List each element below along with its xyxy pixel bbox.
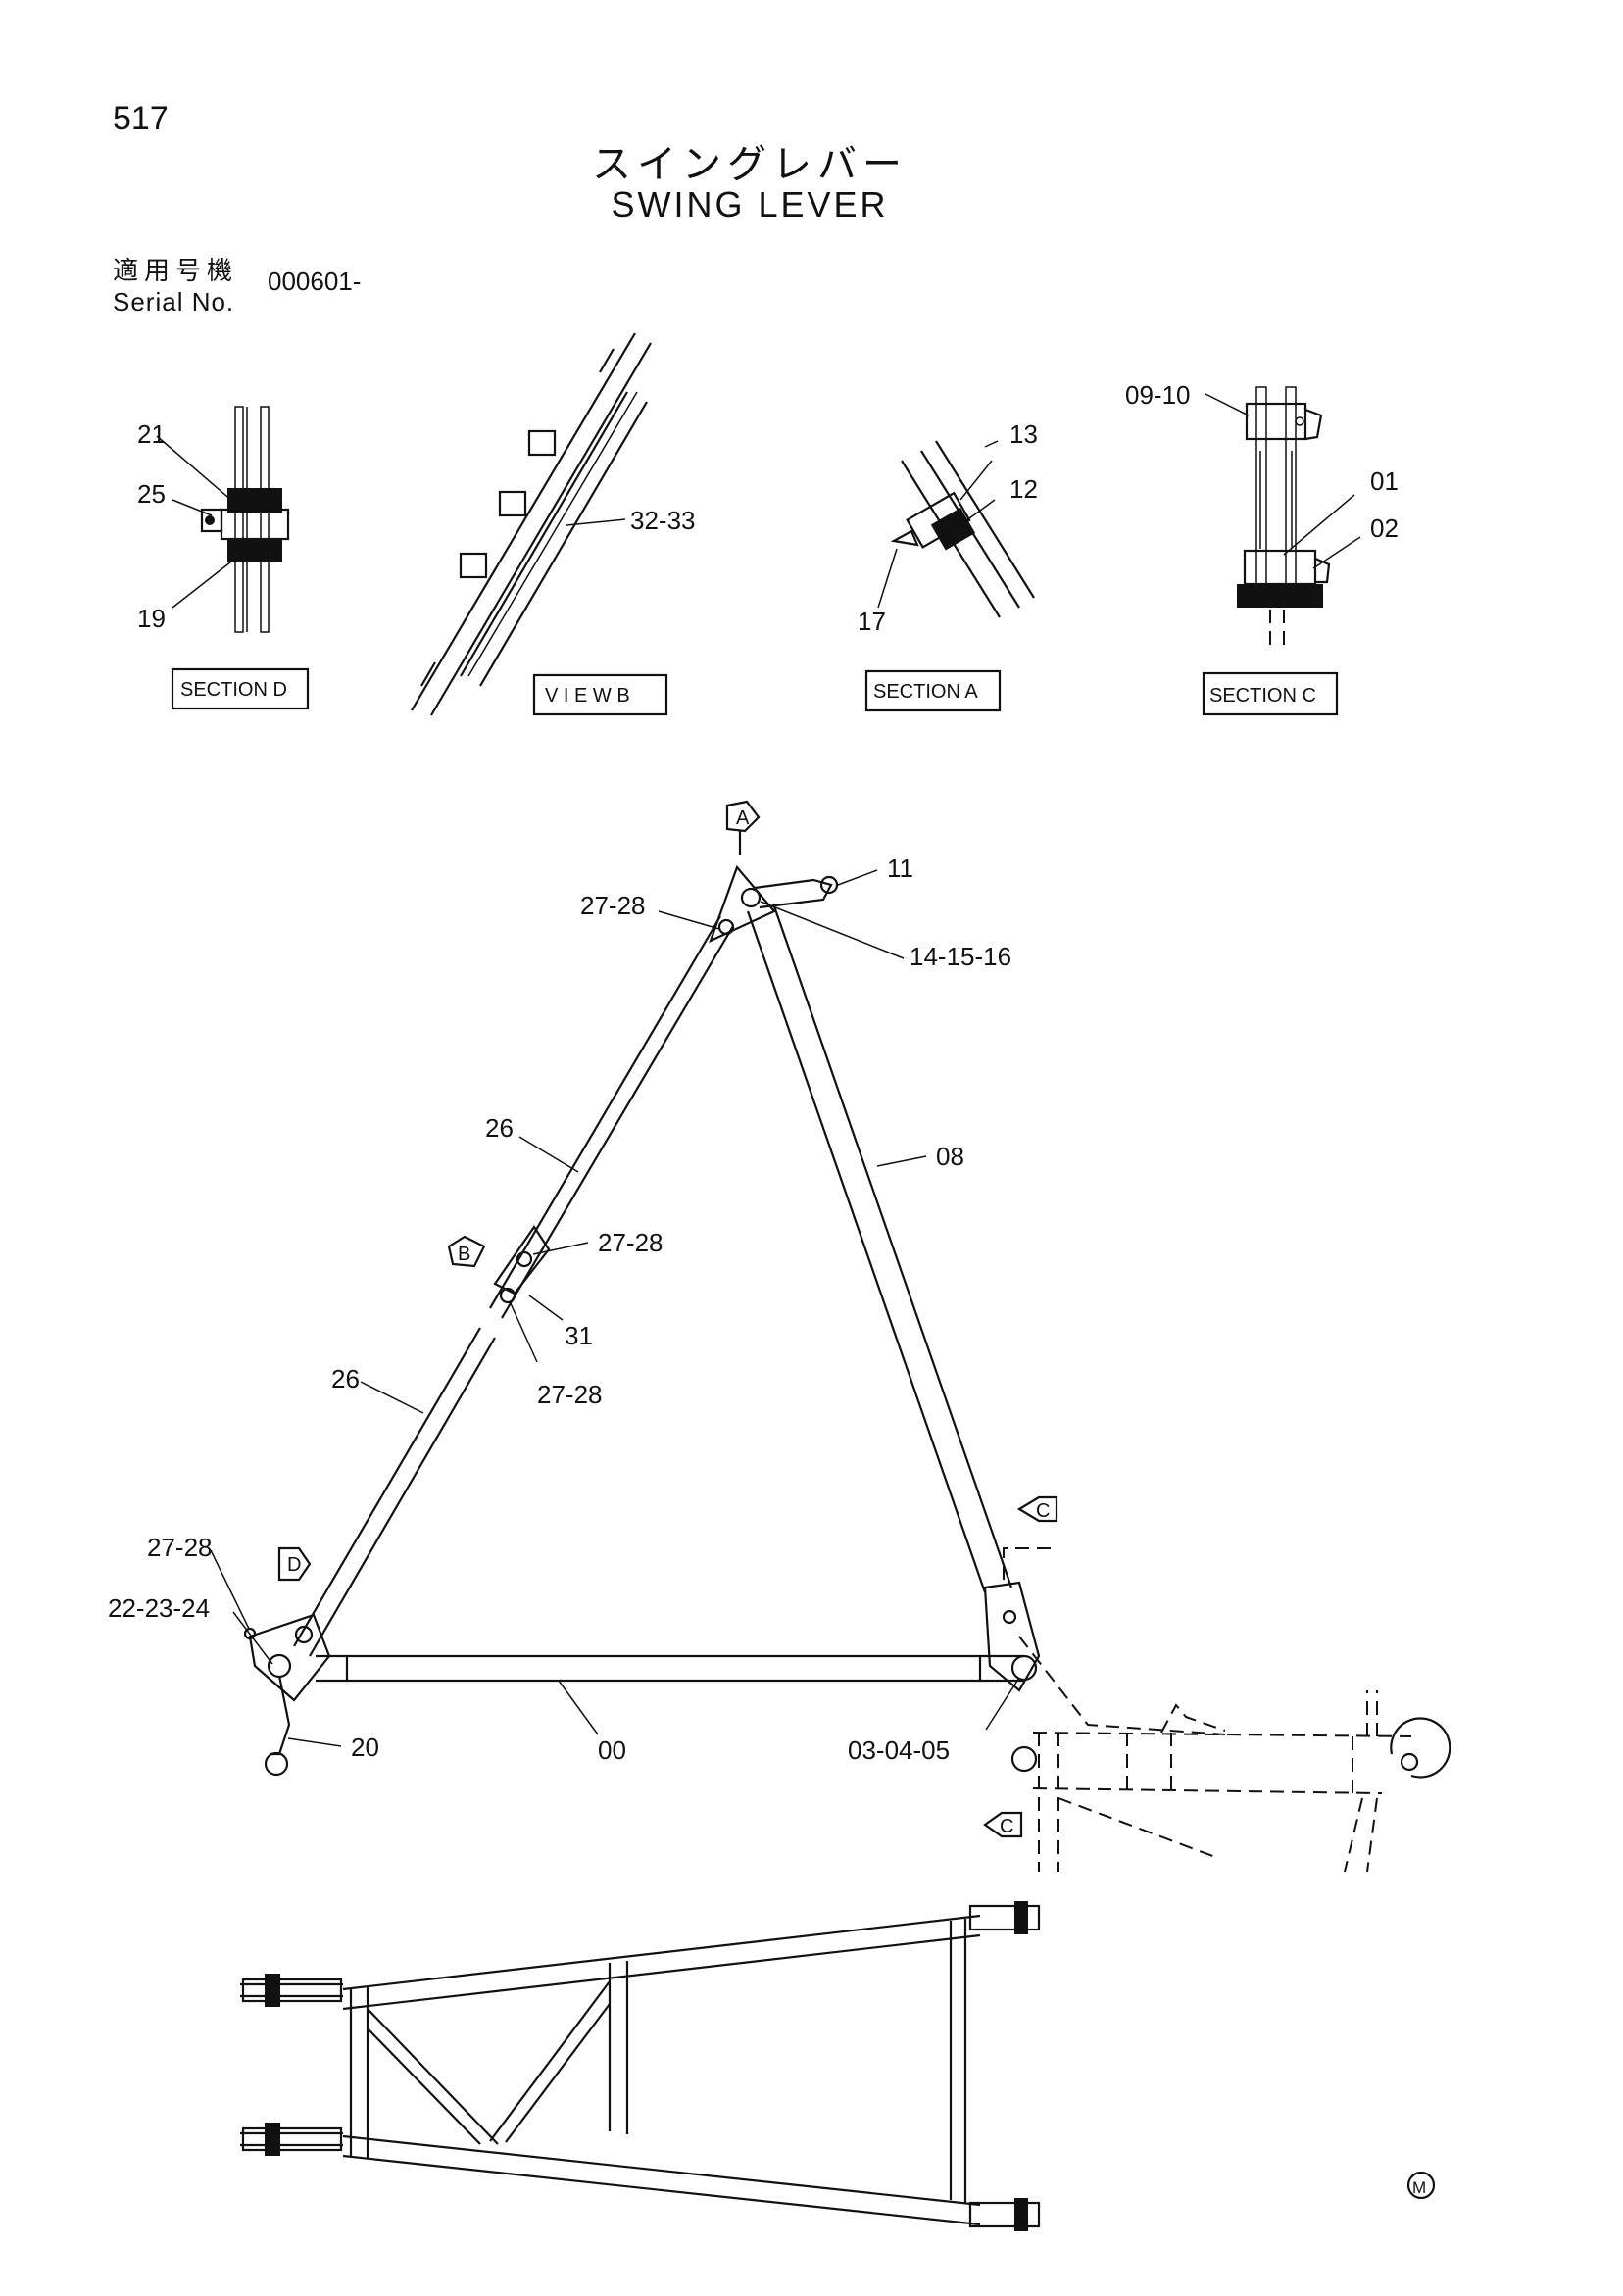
section-a-label: SECTION A bbox=[873, 681, 978, 703]
callout-17: 17 bbox=[858, 607, 886, 636]
serial-value: 000601- bbox=[268, 267, 362, 296]
callout-02: 02 bbox=[1370, 513, 1399, 543]
boom-connection bbox=[1010, 1636, 1451, 1873]
section-c-label: SECTION C bbox=[1209, 685, 1316, 707]
view-marker-b-label: B bbox=[458, 1244, 470, 1265]
callout-19: 19 bbox=[137, 604, 166, 633]
section-d-label: SECTION D bbox=[180, 679, 287, 701]
callout-27-28-lower: 27-28 bbox=[537, 1380, 603, 1409]
callout-27-28-top: 27-28 bbox=[580, 891, 646, 920]
page-number: 517 bbox=[113, 100, 169, 137]
section-a-detail: 13 12 17 SECTION A bbox=[858, 419, 1038, 712]
callout-25: 25 bbox=[137, 479, 166, 509]
callout-21: 21 bbox=[137, 419, 166, 449]
callout-27-28-middle: 27-28 bbox=[598, 1228, 664, 1257]
view-marker-a: A bbox=[725, 800, 761, 855]
title-japanese: スイングレバー bbox=[592, 142, 908, 187]
section-d-label-box bbox=[171, 667, 310, 710]
callout-22-23-24: 22-23-24 bbox=[108, 1593, 210, 1623]
section-c-label-box bbox=[1202, 671, 1339, 716]
page-title: SWING LEVER bbox=[611, 184, 889, 224]
callout-26-lower: 26 bbox=[331, 1364, 360, 1393]
callout-11: 11 bbox=[887, 854, 913, 883]
callout-27-28-left: 27-28 bbox=[147, 1533, 213, 1562]
view-marker-c-lower-label: C bbox=[1000, 1816, 1013, 1837]
view-b-detail: 32-33 V I E W B bbox=[411, 332, 696, 716]
callout-31: 31 bbox=[565, 1321, 593, 1350]
section-d-detail: 21 25 19 SECTION D bbox=[137, 406, 310, 710]
callout-26-upper: 26 bbox=[485, 1113, 514, 1143]
callout-09-10: 09-10 bbox=[1125, 380, 1191, 410]
view-marker-c-upper-label: C bbox=[1036, 1500, 1050, 1522]
view-marker-b: B bbox=[447, 1235, 486, 1268]
callout-13: 13 bbox=[1009, 419, 1038, 449]
callout-08: 08 bbox=[936, 1142, 964, 1171]
serial-label: Serial No. bbox=[113, 287, 235, 317]
callout-12: 12 bbox=[1009, 474, 1038, 504]
section-c-detail: 09-10 01 02 SECTION C bbox=[1125, 380, 1399, 716]
view-marker-d-label: D bbox=[287, 1554, 301, 1576]
view-marker-c-upper: C bbox=[1016, 1495, 1058, 1523]
section-a-label-box bbox=[864, 669, 1002, 712]
callout-03-04-05: 03-04-05 bbox=[848, 1735, 950, 1765]
serial-label-japanese: 適用号機 bbox=[113, 257, 239, 286]
callout-leaders bbox=[210, 869, 1020, 1747]
callout-20: 20 bbox=[351, 1733, 379, 1762]
footer-mark-label: M bbox=[1412, 2178, 1426, 2197]
callout-00: 00 bbox=[598, 1735, 626, 1765]
callout-14-15-16: 14-15-16 bbox=[910, 942, 1011, 971]
view-marker-c-lower: C bbox=[983, 1811, 1023, 1838]
swing-lever-assembly bbox=[243, 864, 1051, 1777]
view-marker-d: D bbox=[277, 1546, 312, 1582]
callout-32-33: 32-33 bbox=[630, 506, 696, 535]
top-view-frame bbox=[240, 1901, 1041, 2231]
view-b-label-box bbox=[532, 673, 668, 716]
view-b-label: V I E W B bbox=[545, 685, 630, 707]
footer-mark: M bbox=[1406, 2171, 1436, 2200]
view-marker-a-label: A bbox=[736, 807, 750, 829]
callout-01: 01 bbox=[1370, 466, 1399, 496]
